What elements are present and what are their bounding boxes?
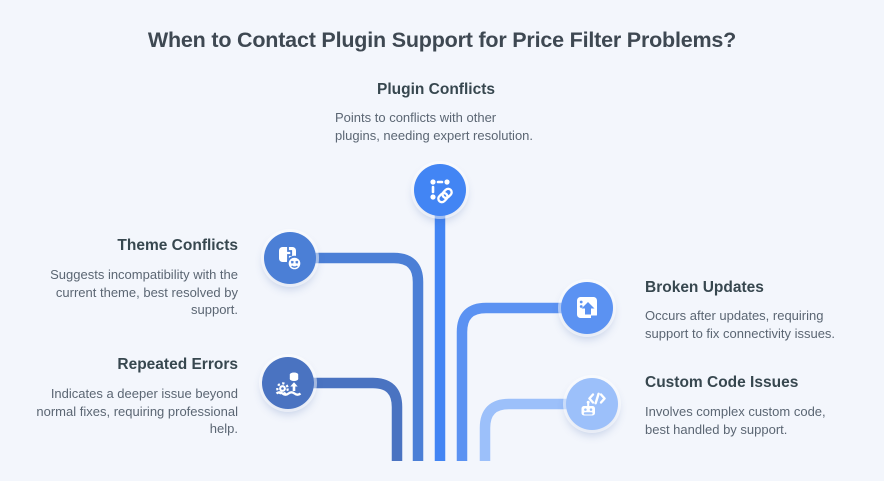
heading-custom-code-issues: Custom Code Issues bbox=[645, 374, 799, 391]
node-circle-custom-code-issues bbox=[566, 378, 618, 430]
heading-theme-conflicts: Theme Conflicts bbox=[117, 237, 238, 254]
description-theme-conflicts: Suggests incompatibility with the curren… bbox=[50, 267, 238, 317]
description-broken-updates: Occurs after updates, requiring support … bbox=[645, 308, 836, 341]
robot-code-icon bbox=[581, 392, 606, 416]
connector-repeated-errors bbox=[288, 377, 403, 461]
gear-migration-icon bbox=[275, 372, 302, 396]
connector-custom-code-issues bbox=[479, 398, 592, 461]
description-repeated-errors: Indicates a deeper issue beyond normal f… bbox=[36, 386, 238, 436]
page-title: When to Contact Plugin Support for Price… bbox=[147, 28, 737, 52]
heading-plugin-conflicts: Plugin Conflicts bbox=[377, 81, 495, 98]
connector-theme-conflicts bbox=[290, 252, 424, 461]
node-circle-repeated-errors bbox=[262, 357, 314, 409]
heading-broken-updates: Broken Updates bbox=[645, 279, 764, 296]
update-arrow-icon bbox=[577, 297, 597, 318]
node-circle-broken-updates bbox=[561, 282, 613, 334]
link-nodes-icon bbox=[430, 179, 453, 204]
node-circle-theme-conflicts bbox=[264, 232, 316, 284]
description-custom-code-issues: Involves complex custom code, best handl… bbox=[645, 404, 826, 437]
puzzle-conflict-icon bbox=[279, 247, 303, 272]
node-circle-plugin-conflicts bbox=[414, 164, 466, 216]
connector-broken-updates bbox=[456, 302, 587, 461]
heading-repeated-errors: Repeated Errors bbox=[117, 356, 238, 373]
description-plugin-conflicts: Points to conflicts with other plugins, … bbox=[335, 110, 534, 143]
